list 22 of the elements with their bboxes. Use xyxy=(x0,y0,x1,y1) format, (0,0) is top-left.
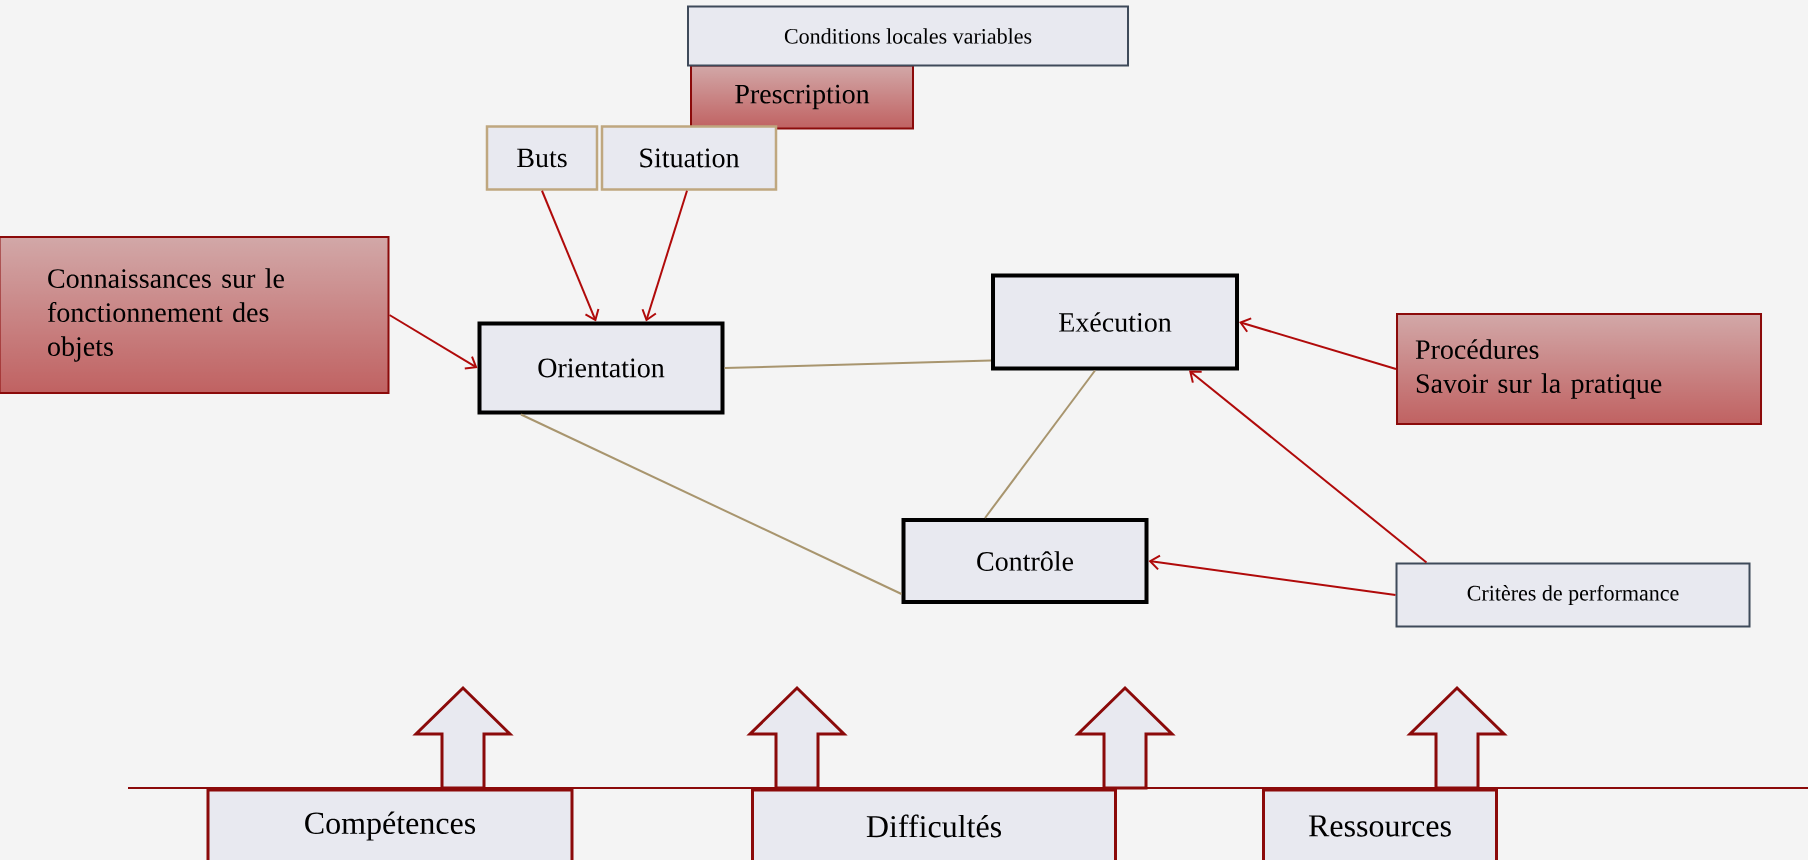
connector xyxy=(984,369,1096,519)
connector xyxy=(723,359,992,369)
connector xyxy=(1239,317,1397,370)
connector xyxy=(641,189,688,322)
connector xyxy=(388,314,478,370)
factor-box: Ressources xyxy=(1262,788,1498,860)
input-box: Prescription xyxy=(690,64,914,130)
process-box: Contrôle xyxy=(901,518,1149,604)
factor-box: Compétences xyxy=(206,788,574,860)
input-box: Connaissances sur le fonctionnement des objets xyxy=(0,236,390,394)
process-box: Exécution xyxy=(991,273,1239,371)
factor-box: Difficultés xyxy=(751,788,1117,860)
note-box: Critères de performance xyxy=(1395,562,1751,628)
connector xyxy=(1148,554,1397,596)
input-box: Procédures Savoir sur la pratique xyxy=(1396,313,1762,425)
input-box: Buts xyxy=(485,125,599,191)
input-box: Situation xyxy=(600,125,778,191)
connector xyxy=(1189,370,1428,564)
connector xyxy=(541,189,600,322)
connector xyxy=(520,413,903,595)
process-box: Orientation xyxy=(477,321,725,415)
note-box: Conditions locales variables xyxy=(687,5,1129,67)
